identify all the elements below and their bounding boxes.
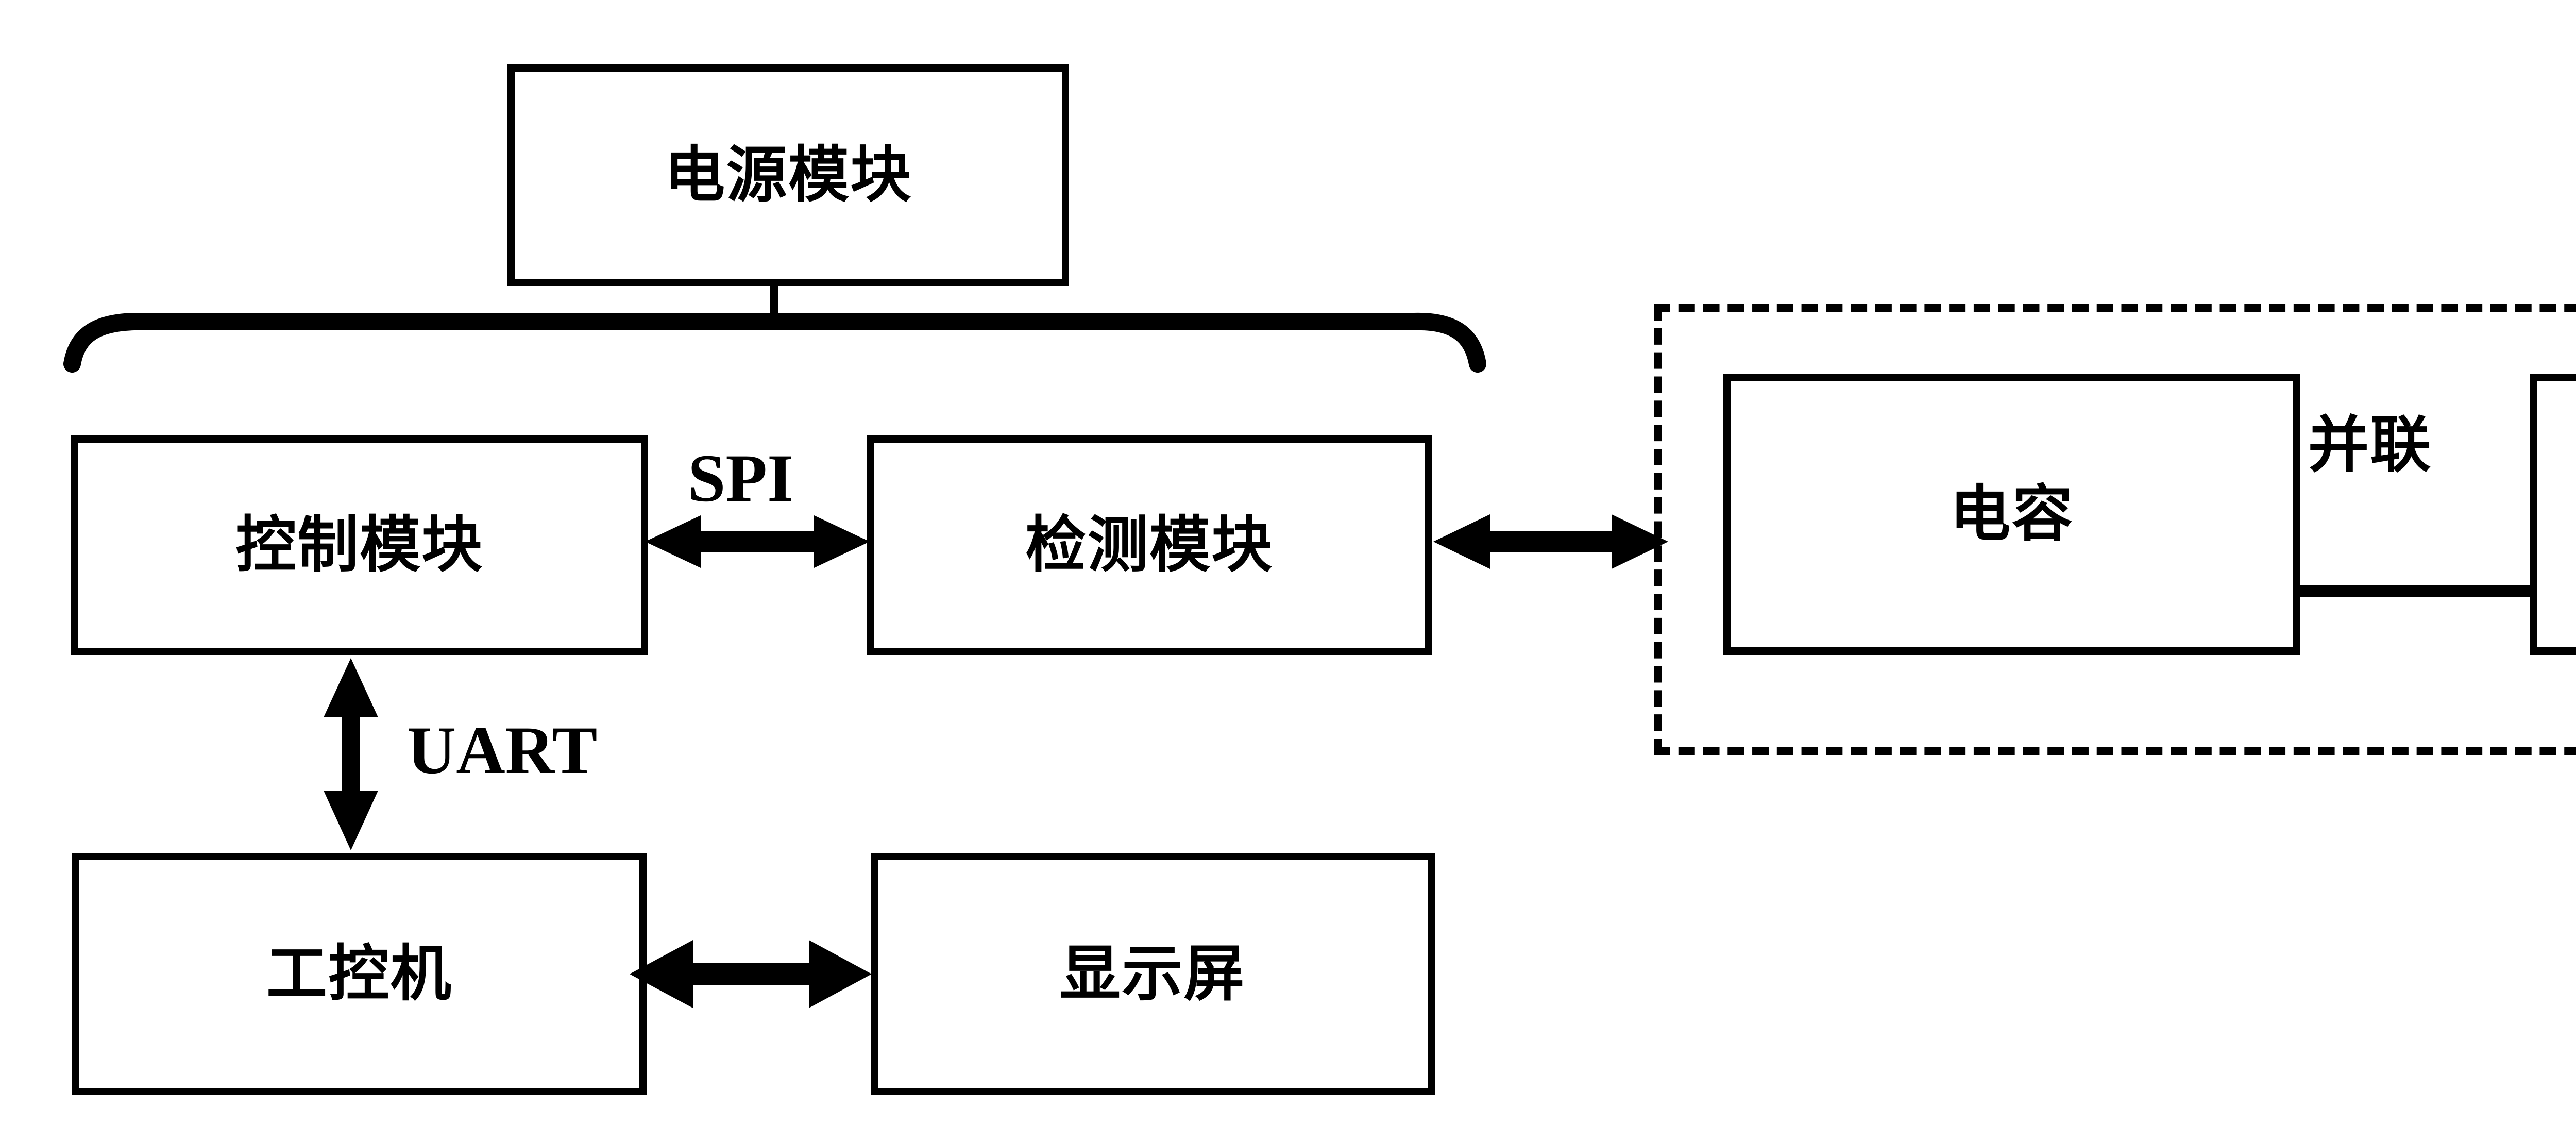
block-coil[interactable]: 线圈 bbox=[2530, 374, 2576, 655]
sensor-head-dashed-enclosure bbox=[1654, 304, 2576, 755]
block-display-screen[interactable]: 显示屏 bbox=[871, 853, 1435, 1095]
block-control-module[interactable]: 控制模块 bbox=[71, 435, 648, 655]
block-detection-module-label: 检测模块 bbox=[1025, 511, 1274, 579]
block-capacitor[interactable]: 电容 bbox=[1723, 374, 2300, 655]
spi-connection-label: SPI bbox=[688, 440, 794, 516]
parallel-connection-label: 并联 bbox=[2308, 411, 2432, 479]
block-industrial-pc[interactable]: 工控机 bbox=[72, 853, 647, 1095]
block-power-module[interactable]: 电源模块 bbox=[507, 64, 1069, 286]
block-industrial-pc-label: 工控机 bbox=[266, 940, 453, 1008]
parallel-connection-line bbox=[2295, 585, 2535, 597]
block-detection-module[interactable]: 检测模块 bbox=[867, 435, 1432, 655]
block-display-screen-label: 显示屏 bbox=[1059, 940, 1246, 1008]
block-power-module-label: 电源模块 bbox=[664, 141, 912, 209]
uart-connection-label: UART bbox=[407, 712, 598, 788]
power-to-bus-line bbox=[770, 282, 778, 327]
arrow-detection-sensorhead bbox=[1433, 514, 1668, 569]
arrow-control-industrialpc bbox=[324, 658, 378, 850]
arrow-control-detection bbox=[645, 515, 870, 568]
arrow-industrialpc-display bbox=[630, 940, 872, 1008]
brace-path bbox=[63, 312, 1486, 373]
block-control-module-label: 控制模块 bbox=[235, 511, 484, 579]
block-capacitor-label: 电容 bbox=[1950, 480, 2074, 548]
